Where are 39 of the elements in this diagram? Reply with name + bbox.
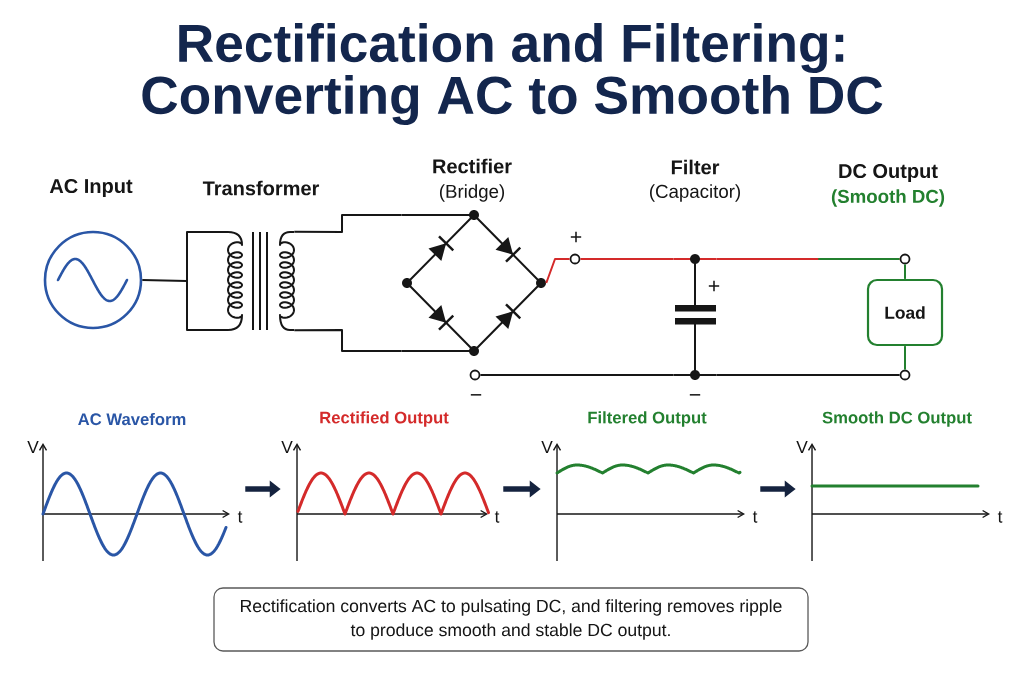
wire [141, 279, 188, 282]
terminal [899, 369, 911, 381]
wire [293, 214, 403, 233]
graph-title: Smooth DC Output [822, 411, 972, 427]
graph-title: Rectified Output [320, 411, 449, 427]
wire [715, 374, 901, 376]
graph-title: AC Waveform [78, 412, 186, 426]
wire [293, 329, 403, 352]
title: Rectification and Filtering: Converting AC to Smooth DC [142, 23, 883, 125]
wire [545, 258, 571, 284]
axis-label: V [541, 441, 553, 453]
axis-label: t [494, 511, 500, 523]
polarity-sign: − [689, 394, 701, 396]
caption-box: Rectification converts AC to pulsating DC, and filtering removes ripple to produce smooth and stable DC output. [213, 587, 809, 652]
polarity-sign: + [570, 231, 582, 243]
component-sublabel: (Bridge) [439, 184, 505, 202]
axis-label: t [237, 511, 243, 523]
polarity-sign: + [708, 280, 720, 292]
graph-title: Filtered Output [588, 411, 707, 427]
axis-label: V [796, 441, 808, 453]
axis-label: t [752, 511, 758, 523]
wire [715, 258, 901, 260]
component-label: Transformer [202, 180, 320, 196]
wire [904, 345, 906, 371]
component-sublabel: (Smooth DC) [831, 189, 945, 207]
terminal [899, 253, 911, 265]
wire [479, 374, 675, 376]
wire [579, 258, 675, 260]
wire [904, 263, 906, 280]
component-label: AC Input [49, 178, 133, 198]
axis-label: V [27, 441, 39, 453]
component-label: Rectifier [433, 158, 512, 174]
component-label: DC Output [839, 163, 938, 183]
component-sublabel: (Capacitor) [650, 184, 740, 202]
axis-label: t [997, 511, 1003, 523]
component-label: Filter [671, 159, 720, 175]
polarity-sign: − [470, 394, 482, 396]
axis-label: V [281, 441, 293, 453]
load-box: Load [866, 278, 944, 347]
